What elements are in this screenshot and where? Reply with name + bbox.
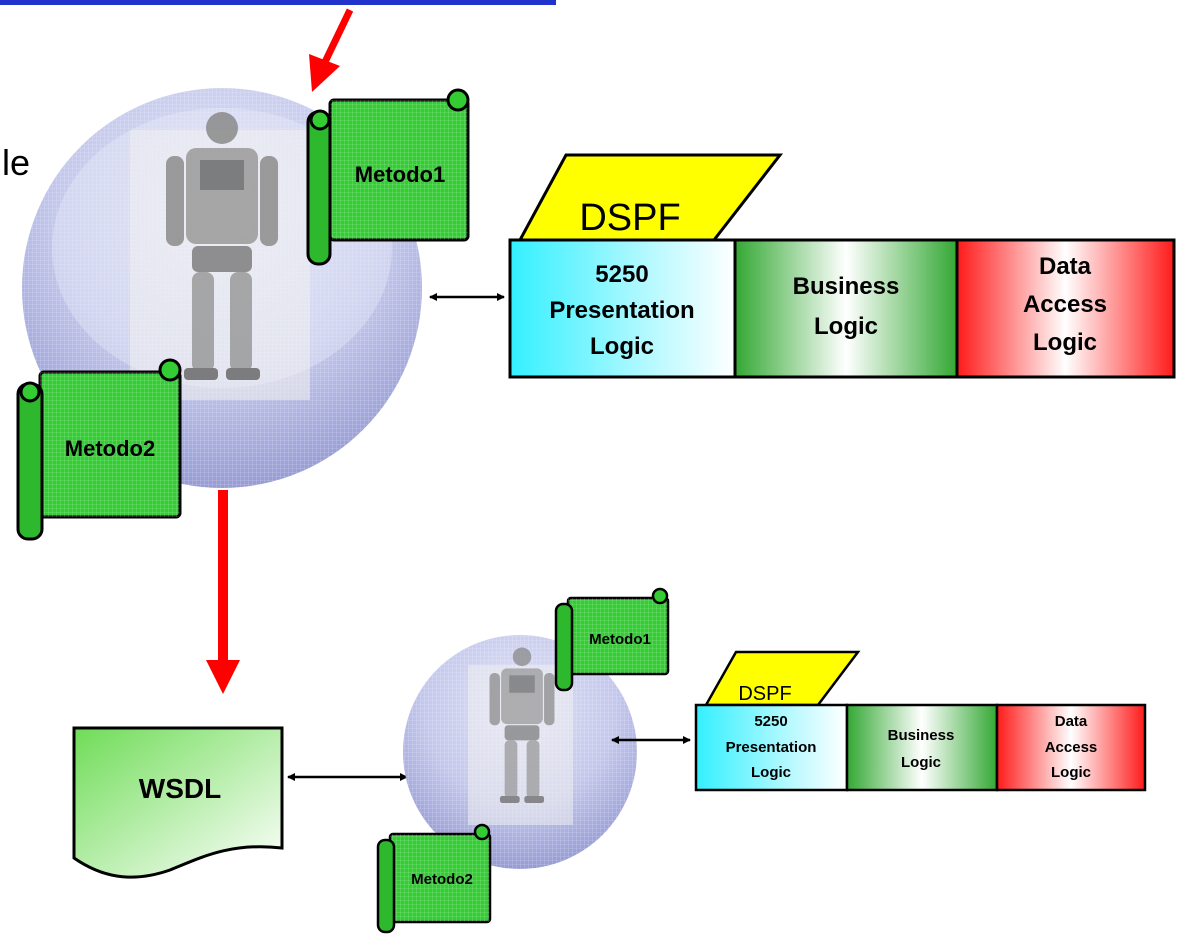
lower-data-access-line-1: Data xyxy=(1055,713,1088,730)
wsdl-document: WSDL xyxy=(72,726,284,879)
red-arrow-down-left xyxy=(309,8,354,92)
lower-data-access-line-2: Access xyxy=(1045,739,1098,756)
dspf-shape: DSPF xyxy=(517,153,784,242)
dspf-label: DSPF xyxy=(579,197,680,239)
lower-data-access-line-3: Logic xyxy=(1051,764,1091,781)
metodo2-scroll: Metodo2 xyxy=(16,358,182,541)
presentation-logic-box: 5250 Presentation Logic xyxy=(508,238,737,379)
lower-data-access-logic-box: Data Access Logic xyxy=(995,703,1147,792)
lower-presentation-line-2: Presentation xyxy=(726,739,817,756)
lower-business-line-2: Logic xyxy=(901,754,941,771)
lower-service-sphere xyxy=(403,635,637,869)
lower-presentation-logic-box: 5250 Presentation Logic xyxy=(694,703,849,792)
lower-metodo2-label: Metodo2 xyxy=(411,871,473,888)
business-line-2: Logic xyxy=(814,313,878,340)
business-logic-box: Business Logic xyxy=(733,238,959,379)
data-access-line-2: Access xyxy=(1023,291,1107,318)
presentation-line-1: 5250 xyxy=(595,261,648,288)
lower-metodo1-scroll: Metodo1 xyxy=(554,587,670,692)
business-line-1: Business xyxy=(793,273,900,300)
lower-presentation-line-1: 5250 xyxy=(754,713,787,730)
metodo1-scroll: Metodo1 xyxy=(306,88,470,266)
metodo2-label: Metodo2 xyxy=(65,436,155,461)
lower-business-line-1: Business xyxy=(888,727,955,744)
lower-presentation-line-3: Logic xyxy=(751,764,791,781)
presentation-line-2: Presentation xyxy=(549,297,694,324)
lower-business-logic-box: Business Logic xyxy=(845,703,999,792)
data-access-logic-box: Data Access Logic xyxy=(955,238,1176,379)
data-access-line-1: Data xyxy=(1039,253,1092,280)
lower-dspf-label: DSPF xyxy=(738,683,791,705)
presentation-line-3: Logic xyxy=(590,333,654,360)
lower-metodo1-label: Metodo1 xyxy=(589,631,651,648)
lower-group: WSDL Metodo1 Metodo2 xyxy=(72,587,1147,934)
data-access-line-3: Logic xyxy=(1033,329,1097,356)
lower-dspf-shape: DSPF xyxy=(703,650,861,707)
cropped-title-fragment: le xyxy=(2,142,31,183)
red-arrow-down xyxy=(206,490,240,694)
top-edge-line xyxy=(0,0,556,5)
wsdl-label: WSDL xyxy=(139,773,221,804)
lower-metodo2-scroll: Metodo2 xyxy=(376,823,492,934)
upper-group: Metodo1 Metodo2 DSPF 5250 Presentation L… xyxy=(16,8,1176,541)
metodo1-label: Metodo1 xyxy=(355,162,445,187)
